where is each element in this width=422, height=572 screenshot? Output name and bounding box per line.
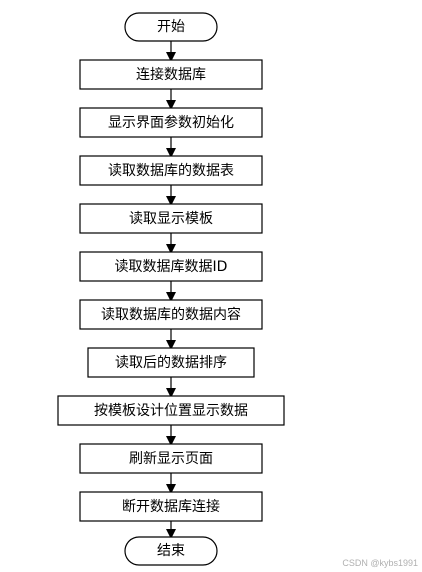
step-label: 读取数据库的数据内容	[101, 306, 241, 323]
process-step-2: 显示界面参数初始化	[79, 107, 263, 138]
process-step-9: 刷新显示页面	[79, 443, 263, 474]
process-step-1: 连接数据库	[79, 59, 263, 90]
end-label: 结束	[157, 543, 185, 559]
watermark: CSDN @kybs1991	[342, 558, 418, 568]
process-step-6: 读取数据库的数据内容	[79, 299, 263, 330]
end-node: 结束	[124, 536, 218, 566]
process-step-7: 读取后的数据排序	[87, 347, 255, 378]
step-label: 显示界面参数初始化	[108, 114, 234, 131]
step-label: 连接数据库	[136, 66, 206, 83]
start-label: 开始	[157, 19, 185, 35]
process-step-5: 读取数据库数据ID	[79, 251, 263, 282]
step-label: 读取后的数据排序	[115, 354, 227, 371]
process-step-10: 断开数据库连接	[79, 491, 263, 522]
start-node: 开始	[124, 12, 218, 42]
step-label: 读取数据库数据ID	[115, 258, 228, 275]
process-step-3: 读取数据库的数据表	[79, 155, 263, 186]
step-label: 按模板设计位置显示数据	[94, 403, 248, 419]
process-step-4: 读取显示模板	[79, 203, 263, 234]
process-step-8: 按模板设计位置显示数据	[57, 395, 285, 426]
step-label: 读取数据库的数据表	[108, 162, 234, 179]
step-label: 断开数据库连接	[122, 498, 220, 515]
step-label: 刷新显示页面	[129, 451, 213, 467]
step-label: 读取显示模板	[129, 210, 213, 227]
